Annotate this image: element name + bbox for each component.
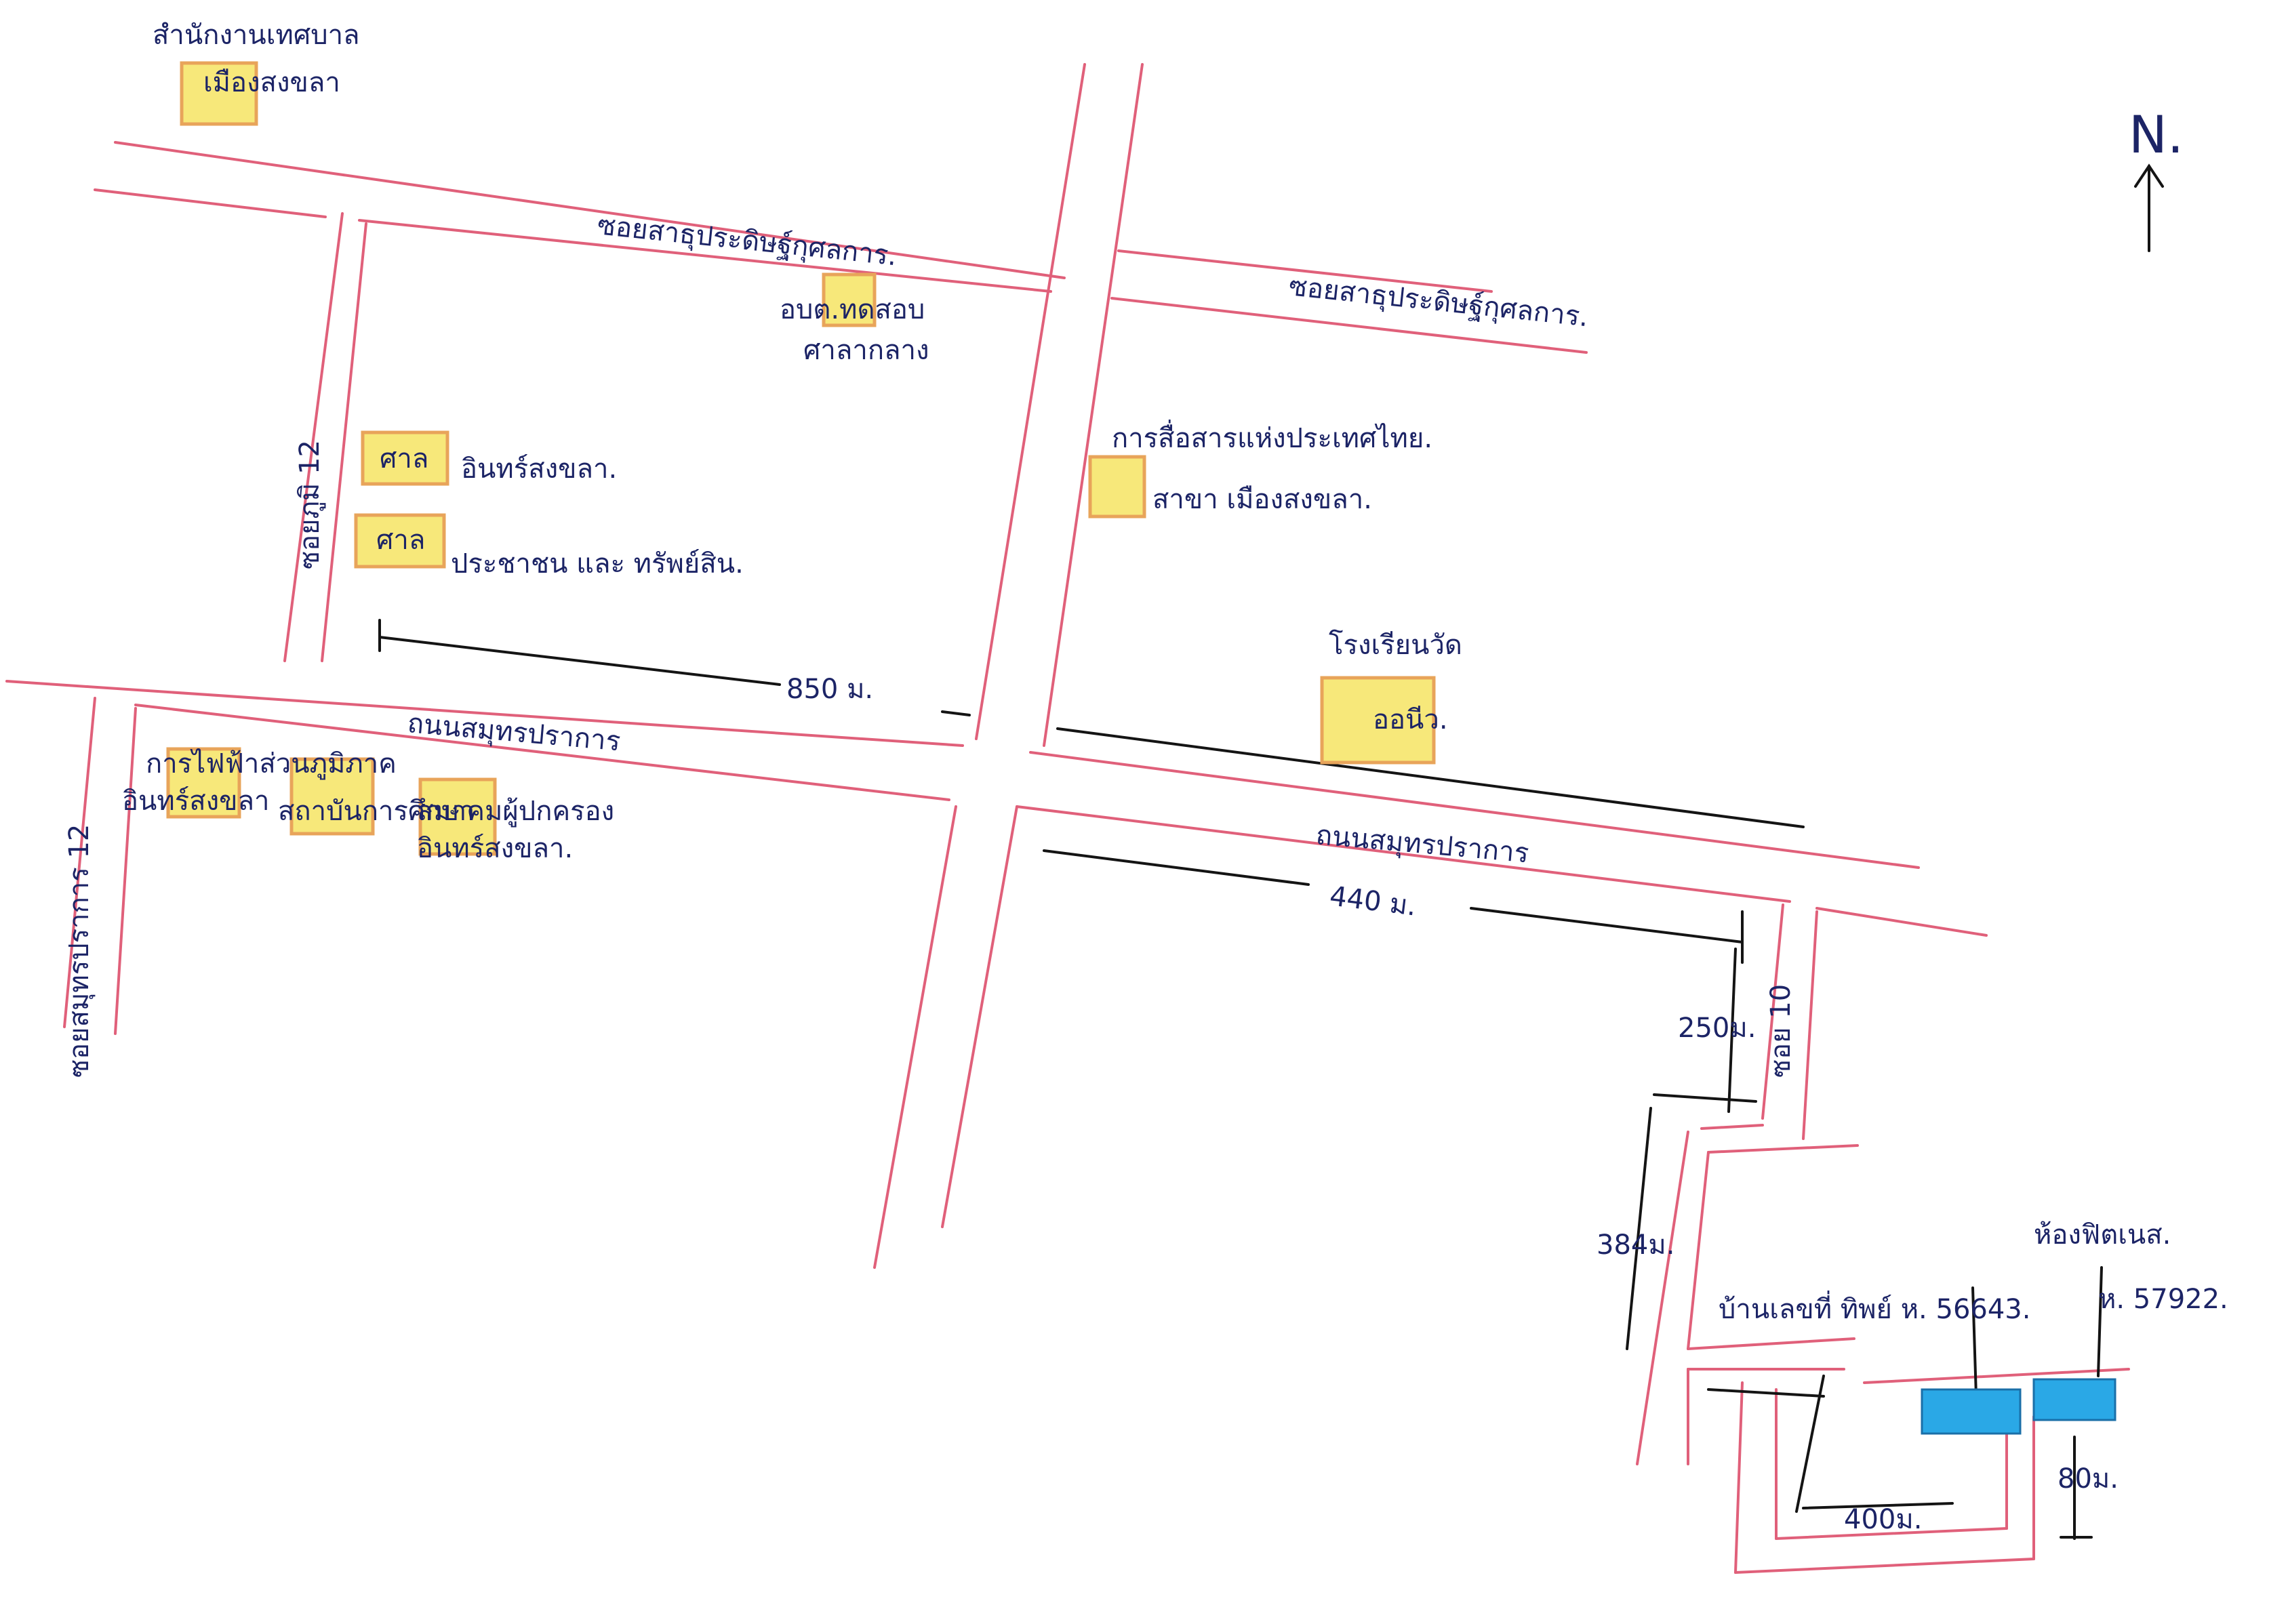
label-distance-850: 850 ม. <box>786 674 873 705</box>
road-main-se-lower <box>1016 805 1791 903</box>
building-court <box>361 430 449 486</box>
dim-440 <box>1043 849 1310 886</box>
label-court-name: อินทร์สงขลา. <box>461 453 617 485</box>
road-far-left-east <box>114 707 137 1035</box>
road-top-left-upper <box>114 141 1066 279</box>
road-branch-v4 <box>1734 1381 1744 1574</box>
dim-left-v <box>1707 1388 1825 1398</box>
label-distance-384: 384ม. <box>1597 1230 1674 1261</box>
road-top-right-upper <box>1117 249 1493 293</box>
label-main-road-right: ถนนสมุทรปราการ <box>1314 819 1530 870</box>
north-label: N. <box>2129 104 2184 165</box>
building-hotel <box>1320 676 1436 765</box>
building-court2 <box>354 513 446 569</box>
label-hotel-box: ออนีว. <box>1373 704 1448 735</box>
label-soi-left-vertical: ซอยภูมิ 12 <box>294 440 325 569</box>
label-post: การสื่อสารแห่งประเทศไทย. <box>1112 420 1432 454</box>
road-right-vert-west <box>1761 904 1784 1120</box>
building-municipality <box>180 61 258 126</box>
buildings <box>166 61 2116 1435</box>
label-school-center-sub2: ศาลากลาง <box>803 335 929 366</box>
road-central-west2 <box>873 805 957 1269</box>
target-house-a <box>1921 1388 2022 1435</box>
road-branch-v2 <box>1687 1151 1710 1350</box>
label-left-bldg3-sub: อินทร์สงขลา. <box>417 833 573 864</box>
dimension-lines <box>378 619 2103 1540</box>
building-left3 <box>418 777 497 856</box>
target-house-b <box>2032 1378 2116 1421</box>
label-distance-400: 400ม. <box>1844 1504 1922 1535</box>
label-left-bldg1-sub: อินทร์สงขลา <box>122 786 269 817</box>
road-top-left-lower2 <box>358 219 1052 293</box>
road-top-right-lower <box>1110 297 1588 354</box>
building-school-center <box>822 272 877 327</box>
pointer-b <box>2097 1266 2103 1377</box>
road-branch-h6 <box>1734 1558 2035 1574</box>
label-hotel: โรงเรียนวัด <box>1329 630 1462 661</box>
label-soi-top-left: ซอยสาธุประดิษฐ์กุศลการ. <box>596 209 898 272</box>
dim-440-b <box>1470 907 1744 943</box>
labels: สำนักงานเทศบาล เมืองสงขลา ซอยสาธุประดิษฐ… <box>64 20 2228 1535</box>
label-soi-far-left: ซอยสมุทรปราการ 12 <box>64 824 96 1078</box>
road-main-se-lower2 <box>1815 907 1988 937</box>
road-network <box>5 63 2130 1574</box>
road-branch-h7 <box>1863 1368 2130 1384</box>
north-arrow: N. <box>2129 104 2184 252</box>
pointer-a <box>1971 1286 1978 1398</box>
label-court: ศาล <box>380 443 428 474</box>
road-far-left-west <box>63 697 96 1028</box>
dim-850 <box>378 636 781 686</box>
building-post <box>1088 455 1146 519</box>
dim-250-h <box>1653 1093 1757 1103</box>
label-house-b: ห. 57922. <box>2098 1284 2228 1315</box>
road-branch-h3 <box>1687 1337 1855 1350</box>
label-post-branch: สาขา เมืองสงขลา. <box>1152 484 1372 515</box>
road-main-nw-upper <box>5 680 964 747</box>
road-top-left-lower <box>94 188 327 218</box>
building-left2 <box>289 757 375 836</box>
road-branch-h2 <box>1707 1144 1859 1154</box>
dim-250-v <box>1727 948 1737 1113</box>
label-distance-250: 250ม. <box>1678 1013 1756 1044</box>
road-right-vert-east <box>1802 910 1818 1140</box>
building-left1 <box>166 747 241 819</box>
label-house-a: บ้านเลขที่ ทิพย์ ห. 56643. <box>1719 1291 2030 1325</box>
label-municipality: สำนักงานเทศบาล <box>153 20 360 51</box>
dim-850-b <box>941 710 971 716</box>
road-central-west <box>975 63 1086 740</box>
label-distance-80: 80ม. <box>2058 1463 2119 1495</box>
label-soi-right-vertical: ซอย 10 <box>1765 984 1797 1078</box>
label-court2-name: ประชาชน และ ทรัพย์สิน. <box>451 548 744 580</box>
label-left-bldg2: สถาบันการศึกษา <box>278 796 475 827</box>
road-central-east <box>1043 63 1144 747</box>
road-branch-v1 <box>1636 1131 1689 1465</box>
label-municipality-sub: เมืองสงขลา <box>203 67 340 98</box>
road-branch-h5 <box>1775 1527 2008 1540</box>
label-shop: ห้องฟิตเนส. <box>2034 1219 2171 1251</box>
label-left-bldg1: การไฟฟ้าส่วนภูมิภาค <box>146 748 397 779</box>
road-central-east2 <box>941 805 1018 1228</box>
road-main-nw-lower <box>134 704 950 801</box>
dim-400-h <box>1802 1502 1954 1509</box>
label-left-bldg3: สมาคมผู้ปกครอง <box>417 796 614 827</box>
road-left-vert-east <box>321 222 367 662</box>
road-main-se-upper <box>1029 751 1920 869</box>
dim-hotel <box>1056 727 1805 828</box>
label-court2: ศาล <box>376 525 425 556</box>
label-distance-440: 440 ม. <box>1328 880 1418 922</box>
label-school-center: อบต.ทดสอบ <box>780 294 925 325</box>
dim-384-v <box>1626 1107 1652 1350</box>
road-branch-h1 <box>1700 1124 1764 1130</box>
road-left-vert-west <box>283 212 344 662</box>
dim-400-v <box>1795 1375 1825 1513</box>
